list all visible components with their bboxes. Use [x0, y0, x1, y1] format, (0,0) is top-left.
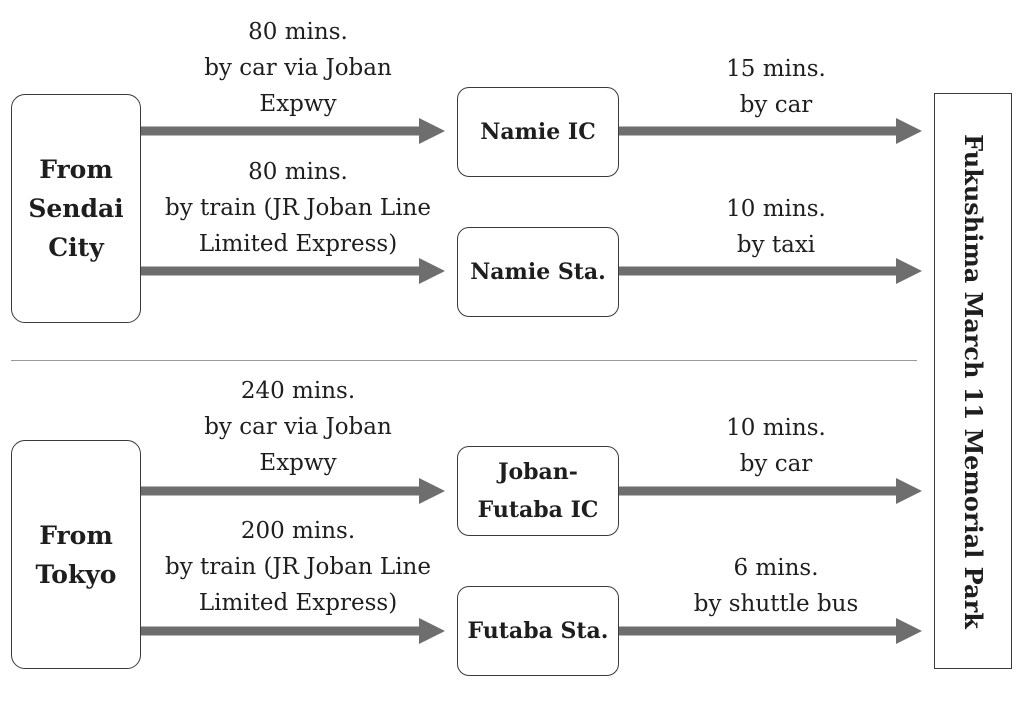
- arrow-shaft: [141, 266, 421, 276]
- route-label-tokyo-train: 200 mins. by train (JR Joban Line Limite…: [148, 513, 448, 621]
- final-leg-time: 15 mins.: [726, 56, 826, 82]
- arrow-shaft: [619, 266, 898, 276]
- route-label-sendai-train: 80 mins. by train (JR Joban Line Limited…: [148, 154, 448, 262]
- final-leg-mode: by taxi: [736, 232, 816, 258]
- arrow-sendai-to-namie-station: [141, 258, 445, 284]
- final-leg-time: 6 mins.: [733, 555, 819, 581]
- origin-box-tokyo: From Tokyo: [11, 440, 141, 669]
- route-mode: Limited Express): [198, 231, 398, 257]
- arrow-head: [419, 258, 445, 284]
- arrow-joban-futaba-ic-to-park: [619, 478, 922, 504]
- hub-box-namie-ic: Namie IC: [457, 87, 619, 177]
- destination-label: Fukushima March 11 Memorial Park: [958, 133, 988, 629]
- hub-box-futaba-station: Futaba Sta.: [457, 586, 619, 676]
- hub-box-namie-station: Namie Sta.: [457, 227, 619, 317]
- arrow-head: [896, 618, 922, 644]
- route-time: 200 mins.: [240, 518, 356, 544]
- final-leg-label-namie-station: 10 mins. by taxi: [636, 191, 916, 263]
- origin-label: From Sendai City: [28, 155, 124, 262]
- arrow-head: [896, 258, 922, 284]
- arrow-shaft: [619, 626, 898, 636]
- arrow-tokyo-to-futaba-station: [141, 618, 445, 644]
- origin-label: From Tokyo: [35, 520, 117, 589]
- final-leg-mode: by car: [739, 451, 813, 477]
- route-mode: by train (JR Joban Line: [165, 554, 431, 580]
- hub-label: Joban-Futaba IC: [477, 459, 599, 523]
- route-mode: by car via Joban: [204, 55, 392, 81]
- arrow-tokyo-to-joban-futaba-ic: [141, 478, 445, 504]
- route-time: 80 mins.: [248, 159, 348, 185]
- final-leg-mode: by shuttle bus: [693, 591, 859, 617]
- route-label-tokyo-car: 240 mins. by car via Joban Expwy: [148, 373, 448, 481]
- hub-label: Namie Sta.: [470, 259, 606, 285]
- arrow-shaft: [141, 486, 421, 496]
- origin-box-sendai: From Sendai City: [11, 94, 141, 323]
- hub-label: Futaba Sta.: [467, 618, 609, 644]
- final-leg-mode: by car: [739, 92, 813, 118]
- final-leg-time: 10 mins.: [726, 196, 826, 222]
- arrow-head: [419, 618, 445, 644]
- arrow-sendai-to-namie-ic: [141, 118, 445, 144]
- arrow-namie-station-to-park: [619, 258, 922, 284]
- route-label-sendai-car: 80 mins. by car via Joban Expwy: [148, 14, 448, 122]
- arrow-head: [419, 478, 445, 504]
- arrow-shaft: [141, 626, 421, 636]
- arrow-shaft: [619, 486, 898, 496]
- arrow-namie-ic-to-park: [619, 118, 922, 144]
- final-leg-time: 10 mins.: [726, 415, 826, 441]
- route-time: 80 mins.: [248, 19, 348, 45]
- destination-box: Fukushima March 11 Memorial Park: [934, 93, 1012, 669]
- final-leg-label-joban-futaba-ic: 10 mins. by car: [636, 410, 916, 482]
- route-mode: by train (JR Joban Line: [165, 195, 431, 221]
- route-time: 240 mins.: [240, 378, 356, 404]
- route-mode: Expwy: [259, 91, 337, 117]
- final-leg-label-futaba-station: 6 mins. by shuttle bus: [636, 550, 916, 622]
- route-mode: Expwy: [259, 450, 337, 476]
- route-mode: Limited Express): [198, 590, 398, 616]
- arrow-head: [896, 478, 922, 504]
- section-divider: [11, 360, 917, 361]
- route-mode: by car via Joban: [204, 414, 392, 440]
- arrow-futaba-station-to-park: [619, 618, 922, 644]
- final-leg-label-namie-ic: 15 mins. by car: [636, 51, 916, 123]
- arrow-head: [896, 118, 922, 144]
- arrow-head: [419, 118, 445, 144]
- hub-label: Namie IC: [480, 119, 596, 145]
- hub-box-joban-futaba-ic: Joban-Futaba IC: [457, 446, 619, 536]
- arrow-shaft: [619, 126, 898, 136]
- arrow-shaft: [141, 126, 421, 136]
